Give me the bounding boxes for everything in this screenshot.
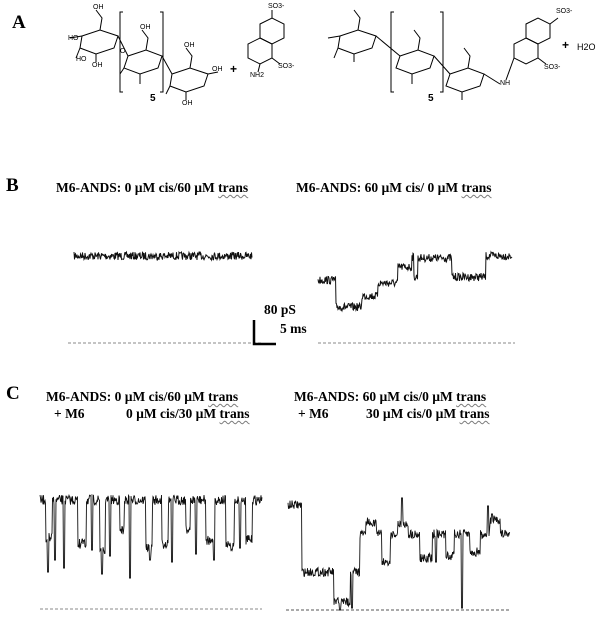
panel-c-left-condition-line1: M6-ANDS: 0 µM cis/60 µM trans (46, 389, 238, 405)
oh-group-label: OH (140, 24, 151, 31)
channel-current-trace (317, 250, 513, 313)
condition-text: M6-ANDS: 60 µM cis/0 µM (294, 389, 457, 404)
m6-ands-product-structure (327, 9, 559, 100)
sulfonate-label: SO3- (268, 3, 285, 10)
trans-label: trans (456, 389, 487, 404)
panel-c-left-condition-line2: + M6 (54, 406, 85, 422)
ands-naphthalene-structure (247, 10, 285, 73)
oh-group-label: OH (182, 100, 193, 107)
ho-group-label: HO (68, 35, 79, 42)
reaction-scheme-left: HO OH HO OH OH O OH OH OH 5 + SO3- SO3- … (0, 0, 300, 125)
condition-text: 30 µM cis/0 µM (366, 406, 460, 421)
panel-b-left-condition: M6-ANDS: 0 µM cis/60 µM trans (56, 180, 248, 196)
scale-bar (252, 320, 276, 346)
ho-group-label: HO (76, 56, 87, 63)
channel-current-trace (287, 497, 511, 611)
amine-linkage-label: NH (500, 80, 511, 87)
condition-text: M6-ANDS: 0 µM cis/60 µM (46, 389, 209, 404)
scale-bar-current-label: 80 pS (264, 302, 296, 317)
sulfonate-label: SO3- (544, 64, 561, 71)
amine-label: NH2 (250, 72, 265, 79)
panel-c-left-trace-group (39, 493, 263, 610)
oh-group-label: OH (212, 66, 223, 73)
sulfonate-label: SO3- (278, 63, 295, 70)
panel-b-label: B (6, 175, 19, 196)
maltohexaose-structure-left (69, 9, 219, 100)
water-label: H2O (577, 42, 596, 52)
channel-current-trace (73, 250, 253, 262)
plus-sign: + (230, 62, 238, 76)
trans-label: trans (218, 180, 249, 195)
plus-sign: + (562, 38, 570, 52)
trans-label: trans (461, 180, 492, 195)
panel-b-left-trace-group (68, 250, 262, 344)
additive-label: + M6 (54, 406, 85, 421)
condition-text: 0 µM cis/30 µM (126, 406, 220, 421)
reaction-scheme-right: NH SO3- SO3- 5 + H2O (300, 0, 600, 125)
ring-oxygen-label: O (120, 48, 126, 55)
channel-current-trace (39, 493, 263, 579)
panel-b-right-trace-group (317, 250, 515, 344)
panel-c-right-condition-line1: M6-ANDS: 60 µM cis/0 µM trans (294, 389, 486, 405)
trans-label: trans (459, 406, 490, 421)
panel-c-left-condition-line2-conc: 0 µM cis/30 µM trans (126, 406, 250, 422)
panel-c-right-condition-line2: + M6 (298, 406, 329, 422)
panel-c-right-condition-line2-conc: 30 µM cis/0 µM trans (366, 406, 490, 422)
oh-group-label: OH (184, 42, 195, 49)
condition-text: M6-ANDS: 60 µM cis/ 0 µM (296, 180, 462, 195)
repeat-count: 5 (150, 93, 156, 104)
trans-label: trans (219, 406, 250, 421)
trans-label: trans (208, 389, 239, 404)
panel-c-label: C (6, 383, 20, 404)
panel-c-right-trace-group (286, 497, 511, 611)
condition-text: M6-ANDS: 0 µM cis/60 µM (56, 180, 219, 195)
additive-label: + M6 (298, 406, 329, 421)
panel-a-label: A (12, 12, 26, 33)
scale-bar-time-label: 5 ms (280, 321, 307, 336)
sulfonate-label: SO3- (556, 8, 573, 15)
oh-group-label: OH (93, 4, 104, 11)
repeat-count: 5 (428, 93, 434, 104)
panel-b-right-condition: M6-ANDS: 60 µM cis/ 0 µM trans (296, 180, 492, 196)
oh-group-label: OH (92, 62, 103, 69)
